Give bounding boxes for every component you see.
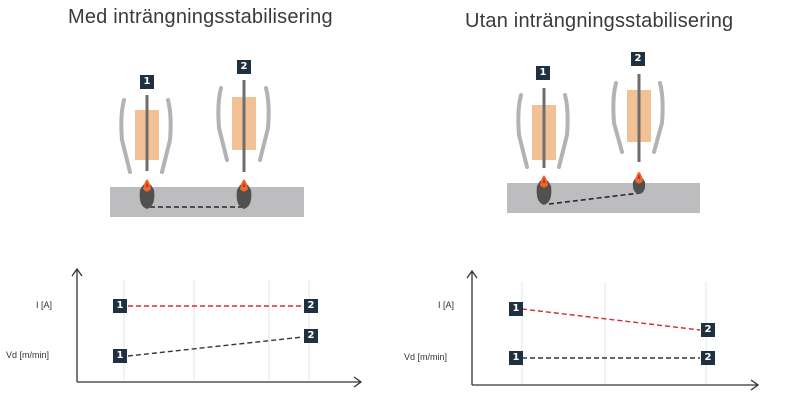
current-start-label: 1 bbox=[509, 302, 523, 316]
gas-nozzle bbox=[258, 86, 271, 162]
panel-without-stabilization: Utan inträngningsstabilisering bbox=[400, 0, 800, 400]
gas-nozzle bbox=[652, 81, 665, 154]
graph bbox=[466, 269, 760, 391]
wire bbox=[637, 74, 641, 162]
gas-nozzle bbox=[557, 93, 570, 169]
torch-2 bbox=[216, 80, 271, 209]
graph bbox=[71, 267, 363, 388]
torch-1 bbox=[516, 88, 570, 205]
weld-pool bbox=[536, 179, 552, 205]
speed-end-label: 2 bbox=[701, 351, 715, 365]
speed-end-label: 2 bbox=[304, 329, 318, 343]
y-label-current: I [A] bbox=[36, 300, 53, 310]
torch-1 bbox=[119, 95, 173, 209]
gas-nozzle bbox=[611, 81, 624, 154]
arc-core bbox=[637, 174, 641, 179]
panel-title: Utan inträngningsstabilisering bbox=[465, 10, 734, 32]
y-label-speed: Vd [m/min] bbox=[404, 352, 448, 362]
x-axis-arrow bbox=[353, 376, 363, 388]
current-end-label: 2 bbox=[304, 299, 318, 313]
torch-2-label: 2 bbox=[631, 52, 645, 66]
y-label-current: I [A] bbox=[438, 300, 455, 310]
welding-illustration bbox=[71, 80, 363, 388]
y-label-speed: Vd [m/min] bbox=[6, 350, 50, 360]
wire bbox=[542, 88, 546, 168]
arc-core bbox=[242, 182, 246, 187]
penetration-depth-line bbox=[548, 192, 641, 205]
weld-pool bbox=[236, 183, 252, 209]
y-axis-arrow bbox=[466, 269, 478, 279]
panel-title: Med inträngningsstabilisering bbox=[68, 6, 333, 28]
wire bbox=[145, 95, 149, 171]
gas-nozzle bbox=[216, 86, 229, 162]
speed-start-label: 1 bbox=[509, 351, 523, 365]
workpiece bbox=[507, 183, 700, 213]
wire bbox=[242, 80, 246, 172]
gas-nozzle bbox=[160, 98, 173, 174]
y-axis-arrow bbox=[71, 267, 83, 277]
gas-nozzle bbox=[516, 93, 529, 169]
torch-1-label: 1 bbox=[536, 66, 550, 80]
torch-1-label: 1 bbox=[140, 75, 154, 89]
x-axis-arrow bbox=[750, 379, 760, 391]
panel-with-stabilization: Med inträngningsstabilisering bbox=[6, 6, 363, 388]
current-end-label: 2 bbox=[701, 323, 715, 337]
torch-2 bbox=[611, 74, 665, 194]
arc-core bbox=[145, 182, 149, 187]
speed-start-label: 1 bbox=[113, 349, 127, 363]
speed-series-line bbox=[127, 336, 304, 357]
workpiece bbox=[110, 187, 304, 217]
gas-nozzle bbox=[119, 98, 132, 174]
welding-illustration bbox=[466, 74, 760, 391]
current-start-label: 1 bbox=[113, 299, 127, 313]
current-series-line bbox=[521, 308, 701, 331]
torch-2-label: 2 bbox=[237, 60, 251, 74]
weld-pool bbox=[139, 183, 155, 209]
arc-core bbox=[542, 178, 546, 183]
